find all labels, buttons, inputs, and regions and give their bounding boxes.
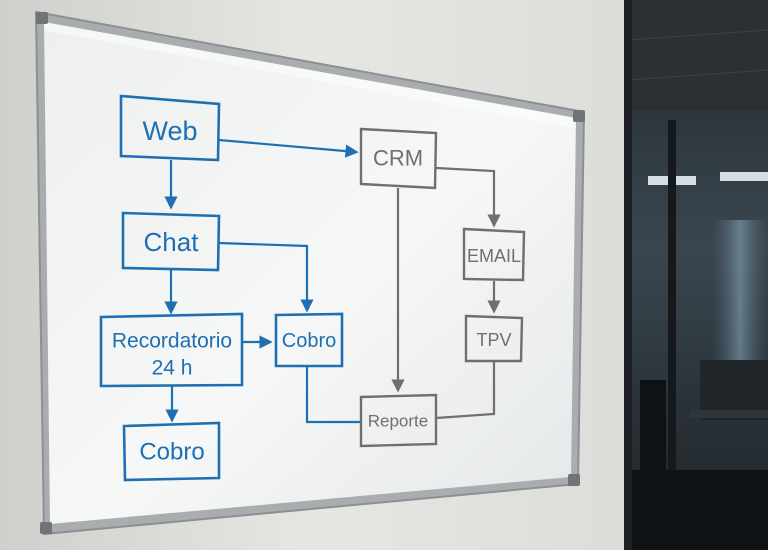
- flow-connectors: [164, 138, 501, 424]
- node-recordatorio-label-line1: Recordatorio: [112, 330, 232, 353]
- whiteboard-surface: [44, 22, 576, 524]
- node-reporte: Reporte: [359, 393, 438, 448]
- office-chair: [640, 380, 666, 470]
- arrow-crm-to-email: [435, 166, 501, 228]
- node-cobro-left: Cobro: [122, 421, 221, 482]
- office-background: [627, 0, 768, 550]
- line-cobro-mid-to-reporte: [305, 366, 360, 424]
- node-cobro-left-label: Cobro: [139, 439, 204, 466]
- node-recordatorio-label-line2: 24 h: [152, 357, 193, 380]
- corner-cap: [36, 12, 48, 24]
- node-cobro-mid: Cobro: [274, 312, 344, 368]
- node-chat-label: Chat: [144, 227, 200, 257]
- corner-cap: [573, 110, 585, 122]
- node-crm: CRM: [359, 127, 438, 190]
- arrow-chat-to-cobro-mid: [218, 241, 314, 313]
- node-recordatorio: Recordatorio 24 h: [99, 312, 244, 388]
- glass-partition: [668, 120, 676, 550]
- node-web: Web: [119, 94, 221, 162]
- line-tpv-to-reporte: [435, 362, 496, 420]
- door-frame: [624, 0, 632, 550]
- node-web-label: Web: [142, 116, 197, 146]
- node-tpv: TPV: [464, 314, 524, 363]
- node-chat: Chat: [121, 211, 221, 272]
- node-reporte-label: Reporte: [368, 412, 428, 431]
- node-tpv-label: TPV: [476, 330, 511, 350]
- node-crm-label: CRM: [373, 146, 423, 171]
- node-email: EMAIL: [462, 227, 526, 282]
- corner-cap: [40, 522, 52, 534]
- node-cobro-mid-label: Cobro: [282, 330, 336, 352]
- node-email-label: EMAIL: [467, 246, 521, 266]
- arrow-web-to-crm: [218, 138, 359, 158]
- corner-cap: [568, 474, 580, 486]
- ceiling-light: [720, 172, 768, 181]
